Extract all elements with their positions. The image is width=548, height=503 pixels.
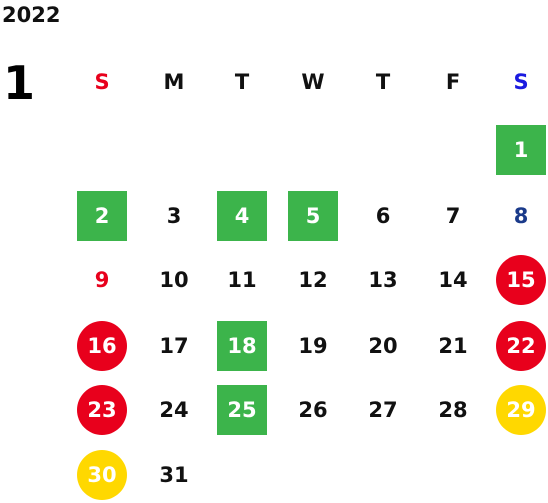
day-cell-16[interactable]: 16 bbox=[77, 321, 127, 371]
day-cell-15[interactable]: 15 bbox=[496, 255, 546, 305]
day-cell-2[interactable]: 2 bbox=[77, 191, 127, 241]
day-cell-11[interactable]: 11 bbox=[227, 268, 257, 292]
day-cell-4[interactable]: 4 bbox=[217, 191, 267, 241]
weekday-header: M bbox=[163, 70, 185, 94]
day-cell-5[interactable]: 5 bbox=[288, 191, 338, 241]
day-cell-8[interactable]: 8 bbox=[513, 204, 529, 228]
day-cell-9[interactable]: 9 bbox=[94, 268, 110, 292]
weekday-header: S bbox=[94, 70, 110, 94]
day-cell-27[interactable]: 27 bbox=[368, 398, 398, 422]
day-cell-14[interactable]: 14 bbox=[438, 268, 468, 292]
month-number: 1 bbox=[3, 56, 36, 110]
day-cell-7[interactable]: 7 bbox=[445, 204, 461, 228]
day-cell-22[interactable]: 22 bbox=[496, 321, 546, 371]
day-cell-17[interactable]: 17 bbox=[159, 334, 189, 358]
day-cell-29[interactable]: 29 bbox=[496, 385, 546, 435]
weekday-header: T bbox=[234, 70, 250, 94]
day-cell-21[interactable]: 21 bbox=[438, 334, 468, 358]
day-cell-12[interactable]: 12 bbox=[298, 268, 328, 292]
day-cell-10[interactable]: 10 bbox=[159, 268, 189, 292]
day-cell-1[interactable]: 1 bbox=[496, 125, 546, 175]
day-cell-18[interactable]: 18 bbox=[217, 321, 267, 371]
day-cell-24[interactable]: 24 bbox=[159, 398, 189, 422]
day-cell-19[interactable]: 19 bbox=[298, 334, 328, 358]
day-cell-28[interactable]: 28 bbox=[438, 398, 468, 422]
weekday-header: S bbox=[513, 70, 529, 94]
day-cell-25[interactable]: 25 bbox=[217, 385, 267, 435]
day-cell-20[interactable]: 20 bbox=[368, 334, 398, 358]
weekday-header: W bbox=[301, 70, 325, 94]
day-cell-30[interactable]: 30 bbox=[77, 450, 127, 500]
day-cell-13[interactable]: 13 bbox=[368, 268, 398, 292]
weekday-header: F bbox=[445, 70, 461, 94]
day-cell-26[interactable]: 26 bbox=[298, 398, 328, 422]
day-cell-6[interactable]: 6 bbox=[375, 204, 391, 228]
day-cell-3[interactable]: 3 bbox=[166, 204, 182, 228]
day-cell-31[interactable]: 31 bbox=[159, 463, 189, 487]
year-label: 2022 bbox=[2, 3, 61, 27]
weekday-header: T bbox=[375, 70, 391, 94]
day-cell-23[interactable]: 23 bbox=[77, 385, 127, 435]
